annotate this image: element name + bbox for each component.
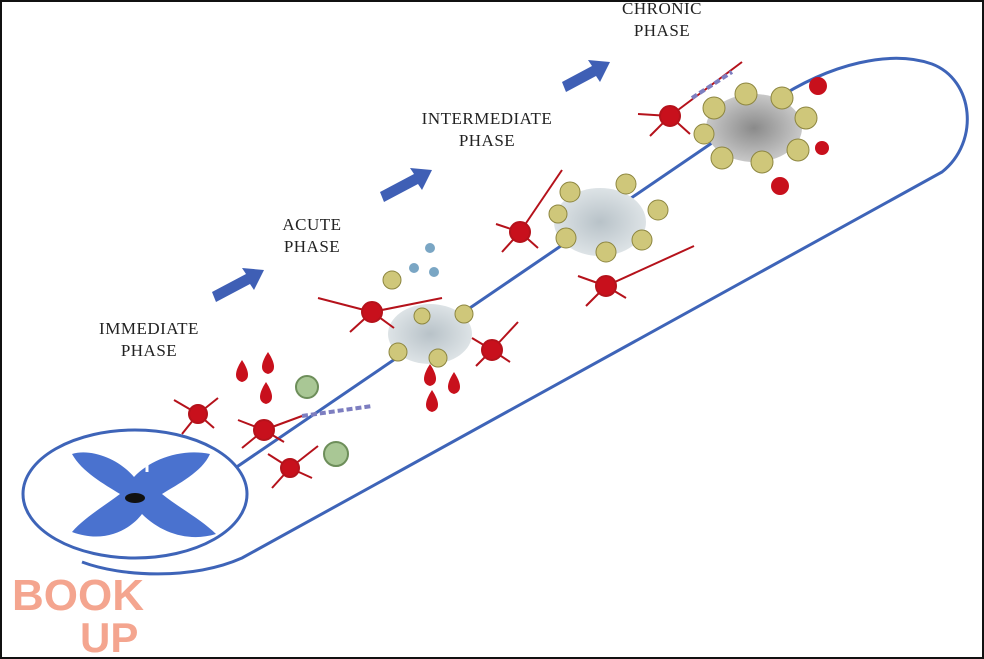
arrow-icon	[212, 268, 264, 302]
astrocyte-icon	[631, 229, 653, 251]
astrocyte-icon	[770, 86, 794, 110]
astrocyte-icon	[647, 199, 669, 221]
neuron-icon	[577, 245, 695, 307]
spinal-cord-tube	[21, 56, 969, 576]
phase-arrows	[212, 60, 610, 302]
watermark-text-2: UP	[80, 614, 138, 654]
arrow-icon	[562, 60, 610, 92]
red-cell-icon	[771, 177, 789, 195]
cell-icon	[409, 263, 419, 273]
astrocyte-icon	[413, 307, 431, 325]
phase-label-line1: INTERMEDIATE	[421, 109, 553, 128]
astrocyte-icon	[702, 96, 726, 120]
neuron-icon	[267, 445, 319, 489]
phase-label-line1: CHRONIC	[621, 0, 702, 18]
astrocyte-icon	[559, 181, 581, 203]
phase-label-line1: ACUTE	[282, 215, 342, 234]
lesion-cavity	[706, 94, 802, 162]
neuron-icon	[471, 321, 519, 367]
astrocyte-icon	[428, 348, 448, 368]
neuron-icon	[237, 404, 373, 449]
central-canal	[125, 493, 145, 503]
phase-label-immediate: IMMEDIATE PHASE	[74, 318, 224, 362]
red-cell-icon	[809, 77, 827, 95]
blood-drop-icon	[262, 352, 274, 374]
phase-label-line2: PHASE	[120, 341, 178, 360]
watermark-text-1: BOOK	[12, 571, 144, 620]
lesion-core	[554, 188, 646, 256]
immediate-phase-cells	[173, 352, 373, 489]
red-cell-icon	[815, 141, 829, 155]
astrocyte-icon	[595, 241, 617, 263]
phase-label-line2: PHASE	[458, 131, 516, 150]
arrow-icon	[380, 168, 432, 202]
phase-label-line2: PHASE	[633, 21, 691, 40]
blood-drop-icon	[236, 360, 248, 382]
astrocyte-icon	[710, 146, 734, 170]
astrocyte-icon	[794, 106, 818, 130]
phase-label-line2: PHASE	[283, 237, 341, 256]
blood-drop-icon	[448, 372, 460, 394]
astrocyte-icon	[388, 342, 408, 362]
watermark-logo: BOOK UP	[12, 571, 144, 654]
neuron-icon	[317, 297, 443, 333]
phase-label-acute: ACUTE PHASE	[252, 214, 372, 258]
lesion-core	[388, 304, 472, 364]
astrocyte-icon	[454, 304, 474, 324]
cell-icon	[429, 267, 439, 277]
intermediate-phase-cells	[495, 169, 695, 307]
astrocyte-icon	[750, 150, 774, 174]
astrocyte-icon	[382, 270, 402, 290]
astrocyte-icon	[693, 123, 715, 145]
blood-drop-icon	[260, 382, 272, 404]
astrocyte-icon	[548, 204, 568, 224]
astrocyte-icon	[615, 173, 637, 195]
grey-matter-butterfly	[72, 452, 216, 538]
cell-icon	[425, 243, 435, 253]
blood-drop-icon	[426, 390, 438, 412]
chronic-phase-cells	[637, 61, 829, 195]
astrocyte-icon	[555, 227, 577, 249]
phase-label-chronic: CHRONIC PHASE	[592, 0, 732, 42]
phase-label-line1: IMMEDIATE	[99, 319, 199, 338]
blood-drop-icon	[424, 364, 436, 386]
neuron-icon	[173, 397, 219, 435]
microglia-icon	[323, 441, 349, 467]
neuron-icon	[637, 61, 743, 137]
astrocyte-icon	[734, 82, 758, 106]
neuron-icon	[495, 169, 563, 253]
phase-label-intermediate: INTERMEDIATE PHASE	[392, 108, 582, 152]
astrocyte-icon	[786, 138, 810, 162]
acute-phase-cells	[317, 243, 519, 412]
microglia-icon	[295, 375, 319, 399]
